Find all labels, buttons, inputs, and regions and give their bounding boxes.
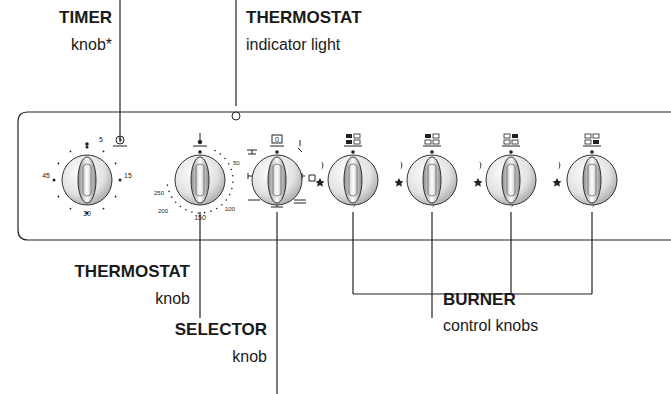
part-name: SELECTOR <box>175 321 267 338</box>
dial-tick <box>204 212 206 214</box>
dial-tick <box>175 201 177 203</box>
dial-number: 200 <box>158 208 168 214</box>
part-note: knob* <box>71 37 112 53</box>
dial-number: 100 <box>225 206 235 212</box>
dial-tick <box>228 163 230 165</box>
dial-number: 50 <box>233 160 240 166</box>
dial-tick <box>197 212 199 214</box>
dial-tick <box>216 208 218 210</box>
dial-tick <box>231 188 233 190</box>
dial-tick <box>171 196 173 198</box>
dial-number: 15 <box>124 172 132 179</box>
dial-tick <box>185 209 187 211</box>
dial-tick <box>191 211 193 213</box>
dial-tick <box>103 208 105 210</box>
dial-tick <box>221 204 223 206</box>
dial-tick <box>231 169 233 171</box>
dial-tick <box>225 199 227 201</box>
dial-tick <box>167 184 169 186</box>
dial-tick <box>210 210 212 212</box>
dial-tick <box>115 196 117 198</box>
dial-number: 45 <box>42 172 50 179</box>
part-note: knob <box>232 349 267 365</box>
dial-tick <box>232 175 234 177</box>
dial-tick <box>119 179 122 182</box>
dial-number: 150 <box>194 214 206 221</box>
dial-number: 250 <box>154 190 164 196</box>
part-name: THERMOSTAT <box>246 9 362 26</box>
dial-tick <box>220 153 222 155</box>
dial-tick <box>224 158 226 160</box>
dial-tick <box>232 181 234 183</box>
dial-tick <box>70 151 72 153</box>
part-note: indicator light <box>246 37 340 53</box>
dial-tick <box>214 150 216 152</box>
dial-number: 0 <box>275 136 279 143</box>
part-note: control knobs <box>443 318 538 334</box>
part-name: BURNER <box>443 291 516 308</box>
dial-tick <box>229 194 231 196</box>
dial-tick <box>115 163 117 165</box>
dial-tick <box>58 196 60 198</box>
dial-tick <box>53 179 56 182</box>
part-name: TIMER <box>59 9 112 26</box>
dial-tick <box>180 206 182 208</box>
dial-tick <box>70 208 72 210</box>
dial-number: 5 <box>99 136 103 143</box>
dial-number: 30 <box>83 210 91 217</box>
dial-tick <box>86 146 89 149</box>
dial-tick <box>58 163 60 165</box>
part-name: THERMOSTAT <box>74 263 190 280</box>
dial-tick <box>168 191 170 193</box>
dial-tick <box>103 151 105 153</box>
part-note: knob <box>155 291 190 307</box>
